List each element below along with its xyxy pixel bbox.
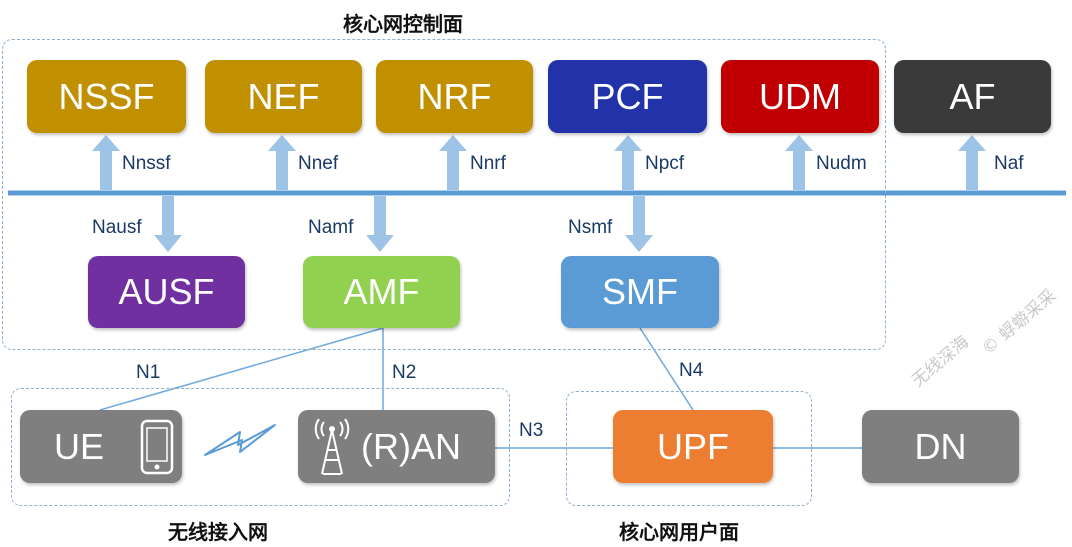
link-n1-line (99, 327, 384, 411)
n2-label: N2 (392, 362, 417, 383)
access-network-label: 无线接入网 (168, 520, 268, 544)
link-n4-line (639, 327, 694, 411)
pcf-node: PCF (548, 60, 707, 133)
ausf-label: AUSF (118, 271, 215, 312)
arrow-nrf (439, 135, 467, 190)
ausf-node: AUSF (88, 256, 245, 328)
dn-label: DN (914, 425, 967, 467)
n3-label: N3 (519, 420, 544, 441)
ue-label: UE (53, 425, 104, 467)
nrf-label: NRF (417, 75, 492, 117)
npcf-label: Npcf (645, 153, 685, 174)
nef-label: NEF (247, 75, 320, 117)
arrow-pcf (614, 135, 642, 190)
radio-link-icon (204, 424, 276, 456)
arrow-amf (366, 196, 394, 252)
arrow-ausf (154, 196, 182, 252)
amf-node: AMF (303, 256, 460, 328)
arrow-smf (625, 196, 653, 252)
nef-node: NEF (205, 60, 362, 133)
udm-node: UDM (721, 60, 879, 133)
nnssf-label: Nnssf (122, 153, 171, 174)
ran-label: (R)AN (361, 425, 461, 467)
n1-label: N1 (136, 362, 161, 383)
af-node: AF (894, 60, 1051, 133)
antenna-icon (314, 418, 350, 475)
pcf-label: PCF (591, 75, 664, 117)
upf-label: UPF (657, 425, 729, 467)
user-plane-region (566, 391, 812, 506)
upf-node: UPF (613, 410, 773, 483)
control-plane-region (2, 39, 886, 350)
dn-node: DN (862, 410, 1019, 483)
nssf-label: NSSF (58, 75, 155, 117)
af-label: AF (949, 75, 996, 117)
access-network-region (11, 388, 510, 506)
control-plane-label: 核心网控制面 (343, 12, 463, 36)
nausf-label: Nausf (92, 217, 142, 238)
nrf-node: NRF (376, 60, 533, 133)
ran-node: (R)AN (298, 410, 495, 483)
smf-node: SMF (561, 256, 719, 328)
ue-node: UE (20, 410, 182, 483)
arrow-nssf (92, 135, 120, 190)
nudm-label: Nudm (816, 153, 867, 174)
nssf-node: NSSF (27, 60, 186, 133)
smf-label: SMF (602, 271, 678, 312)
user-plane-label: 核心网用户面 (619, 520, 739, 544)
amf-label: AMF (343, 271, 420, 312)
arrow-nef (268, 135, 296, 190)
nnef-label: Nnef (298, 153, 339, 174)
n4-label: N4 (679, 360, 704, 381)
nnrf-label: Nnrf (470, 153, 506, 174)
arrow-af (958, 135, 986, 190)
nsmf-label: Nsmf (568, 217, 613, 238)
naf-label: Naf (994, 153, 1024, 174)
arrow-udm (785, 135, 813, 190)
namf-label: Namf (308, 217, 354, 238)
udm-label: UDM (759, 75, 841, 117)
phone-icon (140, 419, 174, 475)
